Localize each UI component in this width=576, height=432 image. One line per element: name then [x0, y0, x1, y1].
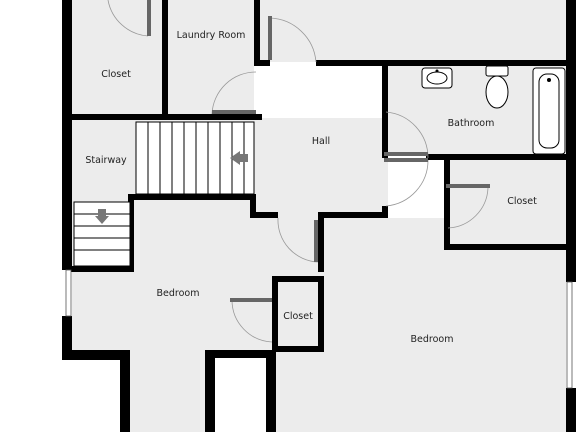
walls	[62, 0, 576, 432]
room-label-bedroom-left: Bedroom	[157, 288, 200, 299]
stair-arrow-down-icon	[95, 209, 109, 224]
bathtub-icon	[532, 67, 566, 155]
room-labels: Closet Laundry Room Hall Bathroom Stairw…	[85, 30, 537, 345]
room-label-hall: Hall	[312, 136, 330, 147]
doors	[107, 0, 490, 343]
room-label-laundry-room: Laundry Room	[177, 30, 246, 41]
toilet-icon	[485, 65, 509, 109]
window-right	[566, 281, 573, 389]
room-label-closet-center: Closet	[283, 311, 313, 322]
room-label-bedroom-right: Bedroom	[411, 334, 454, 345]
room-label-stairway: Stairway	[85, 155, 127, 166]
room-label-closet-right: Closet	[507, 196, 537, 207]
sink-icon	[421, 67, 453, 89]
windows	[65, 269, 573, 389]
stairs	[73, 121, 255, 267]
room-label-bathroom: Bathroom	[448, 118, 495, 129]
stair-arrow-icon	[230, 151, 248, 165]
fixtures	[421, 65, 566, 155]
window-left	[65, 269, 72, 317]
room-label-closet-top-left: Closet	[101, 69, 131, 80]
